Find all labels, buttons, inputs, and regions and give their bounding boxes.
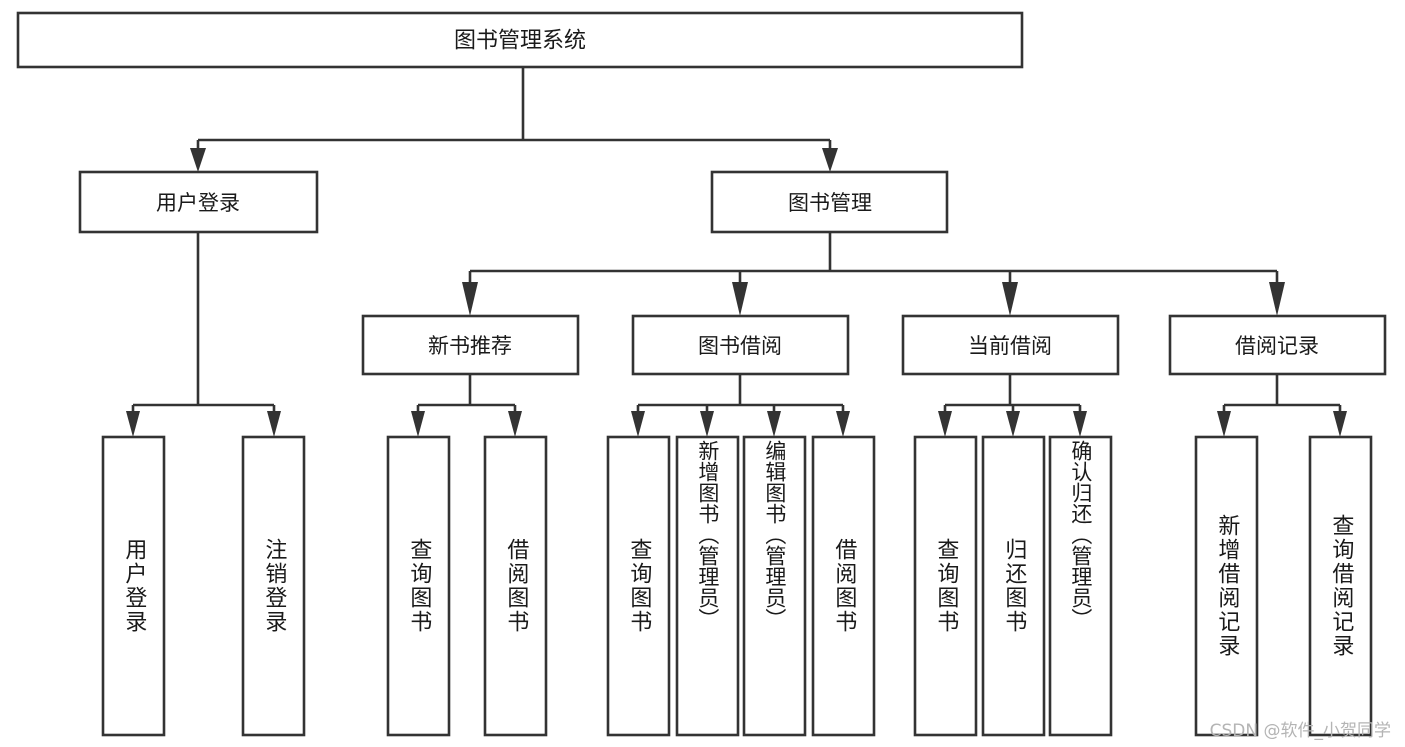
arrowhead-user-login <box>190 148 206 172</box>
node-new-book-recommend-label: 新书推荐 <box>428 334 512 358</box>
node-new-book-recommend[interactable]: 新书推荐 <box>361 314 580 376</box>
node-user-login-box[interactable] <box>78 170 319 234</box>
node-borrow-record-label: 借阅记录 <box>1235 334 1319 358</box>
arrowhead-leaf-logout-login <box>267 411 281 437</box>
arrowhead-leaf-borrow-book-rec <box>508 411 522 437</box>
node-leaf-logout-login-box[interactable] <box>241 435 306 737</box>
node-root-label: 图书管理系统 <box>454 29 586 54</box>
arrowhead-leaf-borrow-book <box>836 411 850 437</box>
node-root-box[interactable] <box>16 11 1024 69</box>
node-new-book-recommend-box[interactable] <box>361 314 580 376</box>
connector-group-borrow-record <box>1217 374 1347 437</box>
connector-group-book-manage <box>462 232 1285 316</box>
node-book-manage[interactable]: 图书管理 <box>710 170 949 234</box>
node-user-login-label: 用户登录 <box>156 191 240 215</box>
node-leaf-return-book-box[interactable] <box>981 435 1046 737</box>
arrowhead-leaf-confirm-return-admin <box>1073 411 1087 437</box>
node-borrow-record-box[interactable] <box>1168 314 1387 376</box>
arrowhead-book-borrow <box>732 282 748 316</box>
node-leaf-add-borrow-record-box[interactable] <box>1194 435 1259 737</box>
arrowhead-leaf-query-borrow-record <box>1333 411 1347 437</box>
arrowhead-leaf-query-book-borrow <box>631 411 645 437</box>
arrowhead-new-book-recommend <box>462 282 478 316</box>
arrowhead-leaf-return-book <box>1006 411 1020 437</box>
arrowhead-leaf-query-book-rec <box>411 411 425 437</box>
node-leaf-query-book-borrow-box[interactable] <box>606 435 671 737</box>
arrowhead-leaf-add-borrow-record <box>1217 411 1231 437</box>
node-leaf-query-borrow-record-box[interactable] <box>1308 435 1373 737</box>
node-user-login[interactable]: 用户登录 <box>78 170 319 234</box>
arrowhead-current-borrow <box>1002 282 1018 316</box>
node-leaf-query-book-current-box[interactable] <box>913 435 978 737</box>
node-leaf-edit-book-admin-box[interactable] <box>742 435 807 737</box>
connector-group-current-borrow <box>938 374 1087 437</box>
arrowhead-leaf-query-book-current <box>938 411 952 437</box>
arrowhead-book-manage <box>822 148 838 172</box>
node-book-borrow-label: 图书借阅 <box>698 334 782 358</box>
node-leaf-user-login-box[interactable] <box>101 435 166 737</box>
arrowhead-leaf-user-login <box>126 411 140 437</box>
node-book-borrow-box[interactable] <box>631 314 850 376</box>
node-leaf-add-book-admin-box[interactable] <box>675 435 740 737</box>
node-borrow-record[interactable]: 借阅记录 <box>1168 314 1387 376</box>
connector-group-user-login <box>126 232 281 437</box>
connector-group-root <box>190 67 838 172</box>
node-current-borrow-label: 当前借阅 <box>968 334 1052 358</box>
node-book-manage-box[interactable] <box>710 170 949 234</box>
node-leaf-borrow-book-box[interactable] <box>811 435 876 737</box>
node-root[interactable]: 图书管理系统 <box>16 11 1024 69</box>
node-leaf-query-book-rec-box[interactable] <box>386 435 451 737</box>
arrowhead-leaf-add-book-admin <box>700 411 714 437</box>
node-current-borrow-box[interactable] <box>901 314 1120 376</box>
node-leaf-confirm-return-admin-box[interactable] <box>1048 435 1113 737</box>
node-current-borrow[interactable]: 当前借阅 <box>901 314 1120 376</box>
connector-group-book-borrow <box>631 374 850 437</box>
arrowhead-borrow-record <box>1269 282 1285 316</box>
node-book-manage-label: 图书管理 <box>788 191 872 215</box>
connector-group-new-book-recommend <box>411 374 522 437</box>
node-leaf-borrow-book-rec-box[interactable] <box>483 435 548 737</box>
node-book-borrow[interactable]: 图书借阅 <box>631 314 850 376</box>
arrowhead-leaf-edit-book-admin <box>767 411 781 437</box>
